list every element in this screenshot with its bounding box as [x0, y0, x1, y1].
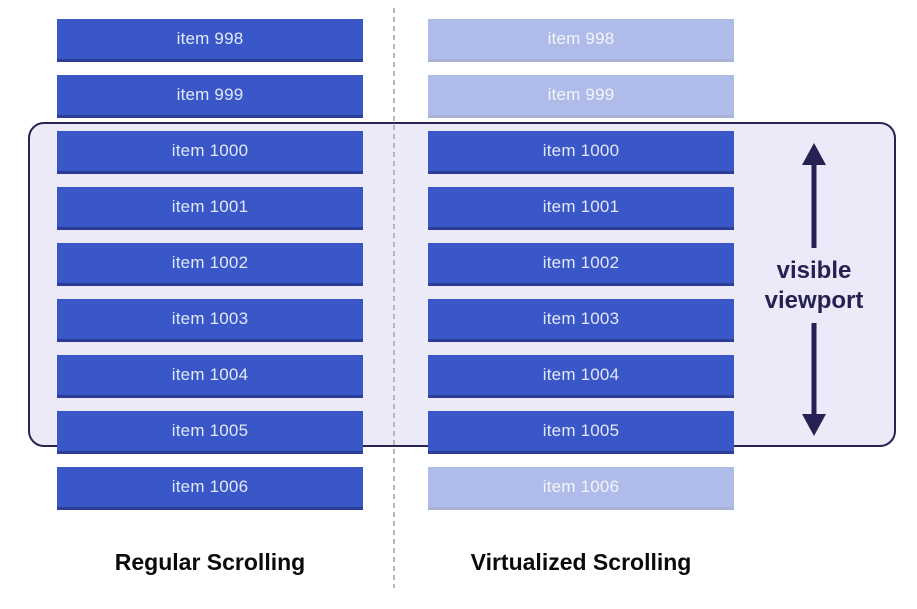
list-item: item 1001 — [57, 187, 363, 227]
list-item: item 1000 — [428, 131, 734, 171]
list-item: item 1005 — [428, 411, 734, 451]
list-item-label: item 999 — [176, 85, 244, 104]
virtualized-scrolling-column: item 998 item 999 item 1000 item 1001 item 1… — [428, 0, 734, 609]
list-item: item 1002 — [428, 243, 734, 283]
list-item: item 1002 — [57, 243, 363, 283]
list-item-label: item 1002 — [542, 253, 620, 272]
arrow-up-icon — [802, 143, 826, 165]
list-item-label: item 1001 — [542, 197, 620, 216]
list-item-label: item 1004 — [542, 365, 620, 384]
list-item-label: item 1006 — [171, 477, 249, 496]
caption-regular-scrolling: Regular Scrolling — [114, 549, 306, 575]
list-item: item 998 — [428, 19, 734, 59]
regular-scrolling-column: item 998 item 999 item 1000 item 1001 item 1… — [57, 0, 363, 609]
list-item-label: item 1006 — [542, 477, 620, 496]
list-item-label: item 1003 — [542, 309, 620, 328]
list-item: item 1003 — [428, 299, 734, 339]
list-item: item 1004 — [428, 355, 734, 395]
list-item-label: item 1005 — [542, 421, 620, 440]
list-item-label: item 999 — [547, 85, 615, 104]
list-item-label: item 1002 — [171, 253, 249, 272]
list-item-label: item 998 — [176, 29, 244, 48]
list-item: item 1004 — [57, 355, 363, 395]
list-item-label: item 1000 — [542, 141, 620, 160]
list-item-label: item 1000 — [171, 141, 249, 160]
arrow-down-icon — [802, 414, 826, 436]
list-item-label: item 1005 — [171, 421, 249, 440]
list-item: item 1006 — [428, 467, 734, 507]
list-item: item 1001 — [428, 187, 734, 227]
caption-virtualized-scrolling: Virtualized Scrolling — [470, 549, 692, 575]
list-item: item 1003 — [57, 299, 363, 339]
list-item: item 1000 — [57, 131, 363, 171]
list-item: item 999 — [428, 75, 734, 115]
list-item: item 1006 — [57, 467, 363, 507]
column-divider-line — [393, 8, 395, 588]
list-item: item 1005 — [57, 411, 363, 451]
list-item-label: item 998 — [547, 29, 615, 48]
list-item-label: item 1003 — [171, 309, 249, 328]
viewport-label: visible viewport — [764, 257, 864, 314]
viewport-extent-double-arrow-icon — [802, 143, 826, 436]
list-item: item 998 — [57, 19, 363, 59]
list-item-label: item 1004 — [171, 365, 249, 384]
list-item: item 999 — [57, 75, 363, 115]
list-item-label: item 1001 — [171, 197, 249, 216]
